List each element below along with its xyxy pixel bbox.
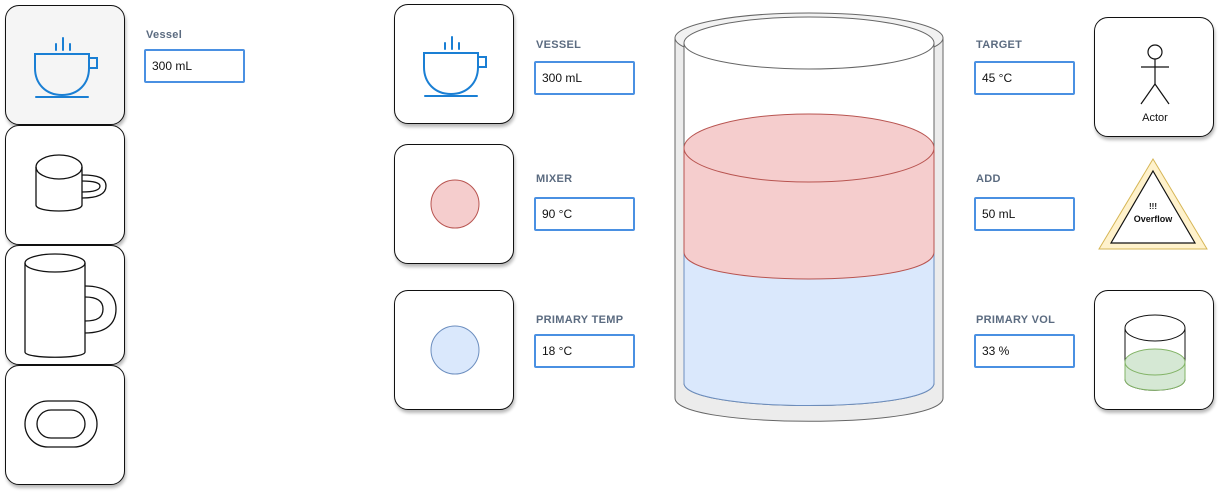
- mixer-layer: [683, 113, 935, 280]
- add-field[interactable]: [974, 197, 1075, 231]
- add-label: ADD: [976, 173, 1001, 185]
- primary-liquid: [683, 251, 935, 406]
- palette-vessel-label: Vessel: [146, 29, 183, 41]
- target-field[interactable]: [974, 61, 1075, 95]
- fill-level-cylinder-icon: [1124, 314, 1186, 391]
- warning-line2: Overflow: [1133, 214, 1173, 224]
- palette-teacup-tile[interactable]: [5, 5, 125, 125]
- actor-icon: [1140, 44, 1170, 105]
- actor-label: Actor: [1142, 112, 1168, 124]
- mug-icon: [35, 154, 107, 212]
- teacup-icon: [423, 36, 487, 97]
- mixer-field[interactable]: [534, 197, 635, 231]
- teacup-icon: [34, 37, 98, 98]
- primary-vol-tile[interactable]: [1094, 290, 1214, 410]
- tall-mug-icon: [24, 253, 117, 358]
- palette-vessel-field[interactable]: [144, 49, 245, 83]
- vessel-field[interactable]: [534, 61, 635, 95]
- target-label: TARGET: [976, 39, 1023, 51]
- actor-tile[interactable]: Actor: [1094, 17, 1214, 137]
- primary-temp-tile[interactable]: [394, 290, 514, 410]
- palette-mug-tile[interactable]: [5, 125, 125, 245]
- primary-temp-field[interactable]: [534, 334, 635, 368]
- mixer-swatch: [430, 179, 480, 229]
- mixer-label: MIXER: [536, 173, 573, 185]
- primary-temp-label: PRIMARY TEMP: [536, 314, 624, 326]
- primary-vol-field[interactable]: [974, 334, 1075, 368]
- vessel-tile[interactable]: [394, 4, 514, 124]
- palette-saucer-tile[interactable]: [5, 365, 125, 485]
- overflow-warning: !!! Overflow: [1097, 157, 1209, 253]
- vessel-diagram: [674, 12, 944, 422]
- mixer-tile[interactable]: [394, 144, 514, 264]
- palette-tall-mug-tile[interactable]: [5, 245, 125, 365]
- primary-vol-label: PRIMARY VOL: [976, 314, 1056, 326]
- primary-swatch: [430, 325, 480, 375]
- warning-line1: !!!: [1149, 202, 1157, 211]
- saucer-icon: [24, 400, 98, 448]
- vessel-label: VESSEL: [536, 39, 582, 51]
- warning-triangle-icon: [1098, 158, 1208, 250]
